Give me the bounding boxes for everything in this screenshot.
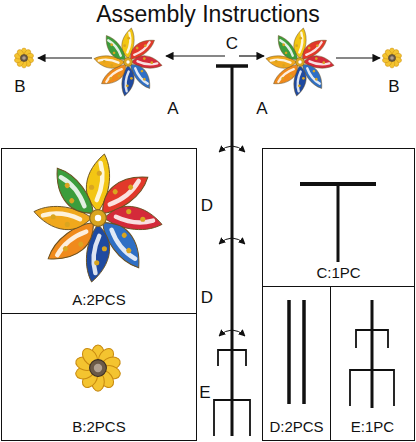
- part-letter: C: [226, 34, 238, 53]
- part-panel: A:2PCS: [1, 148, 197, 314]
- part-panel: D:2PCS: [262, 286, 331, 441]
- pinwheel: [266, 28, 334, 96]
- part-letter: B: [388, 77, 399, 96]
- part-letter: D: [201, 288, 213, 307]
- part-letter: E: [199, 383, 210, 402]
- t-bar-part: [300, 184, 376, 262]
- part-panel: E:1PC: [330, 286, 415, 441]
- direction-arrows: [38, 56, 380, 58]
- part-panel: C:1PC: [262, 148, 415, 287]
- part-count: D:2PCS: [267, 418, 325, 435]
- part-count: A:2PCS: [70, 291, 127, 308]
- part-letter: A: [167, 99, 178, 118]
- part-count: C:1PC: [314, 264, 362, 281]
- twist-arrows: [219, 146, 245, 336]
- part-count: B:2PCS: [70, 418, 127, 435]
- part-letter: A: [256, 99, 267, 118]
- assembled-pole: [214, 66, 250, 436]
- part-letter: B: [14, 77, 25, 96]
- part-count: E:1PC: [349, 418, 396, 435]
- diagram-title: Assembly Instructions: [0, 1, 416, 27]
- flower-cap: [382, 48, 402, 68]
- pinwheel: [94, 28, 162, 96]
- pinwheel-part: [34, 154, 162, 282]
- rod-parts: [289, 300, 304, 404]
- flower-part: [74, 345, 122, 391]
- stake-part: [350, 300, 394, 408]
- flower-cap: [14, 48, 34, 68]
- part-panel: B:2PCS: [1, 313, 197, 441]
- part-letter: D: [201, 196, 213, 215]
